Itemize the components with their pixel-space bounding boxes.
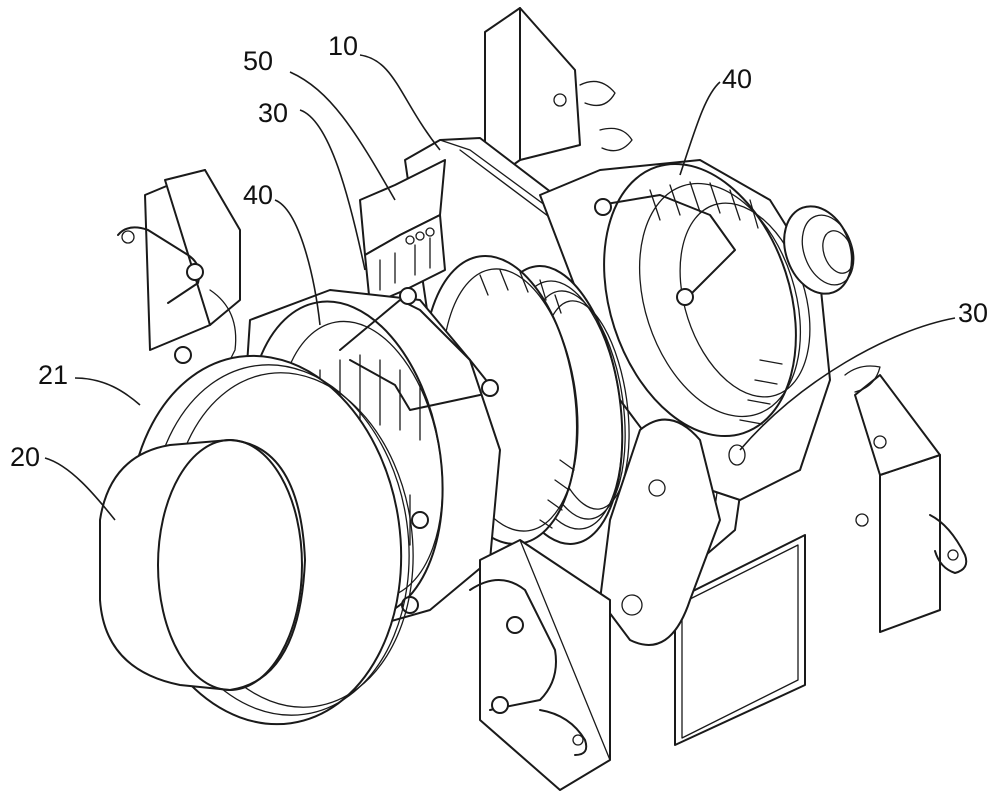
rear-bracket-plate xyxy=(484,7,633,186)
left-wire-clip xyxy=(339,287,499,411)
bottom-mount-plate xyxy=(674,534,806,746)
callout-40-right: 40 xyxy=(722,64,752,94)
front-cap-20 xyxy=(99,439,306,691)
left-top-mount-plate xyxy=(117,169,241,371)
leader-40-right xyxy=(679,81,721,176)
leader-50 xyxy=(289,71,396,201)
leader-lines xyxy=(44,54,956,521)
leader-30-left xyxy=(299,109,366,271)
callout-20: 20 xyxy=(10,442,40,472)
right-wire-clip xyxy=(594,194,736,306)
leader-40-left xyxy=(274,199,321,326)
lower-center-mount-plate xyxy=(469,539,611,791)
callout-21: 21 xyxy=(38,360,68,390)
callout-labels: 10 50 30 40 40 30 21 20 xyxy=(10,31,988,472)
callout-30-right: 30 xyxy=(958,298,988,328)
right-mount-plate xyxy=(844,365,968,633)
right-motor-body xyxy=(539,159,855,501)
callout-50: 50 xyxy=(243,46,273,76)
callout-40-left: 40 xyxy=(243,180,273,210)
leader-30-right xyxy=(739,317,956,451)
leader-21 xyxy=(74,377,141,406)
callout-30-left: 30 xyxy=(258,98,288,128)
callout-10: 10 xyxy=(328,31,358,61)
lower-bracket-arm xyxy=(599,418,746,646)
leader-20 xyxy=(44,457,116,521)
leader-10 xyxy=(359,54,441,151)
